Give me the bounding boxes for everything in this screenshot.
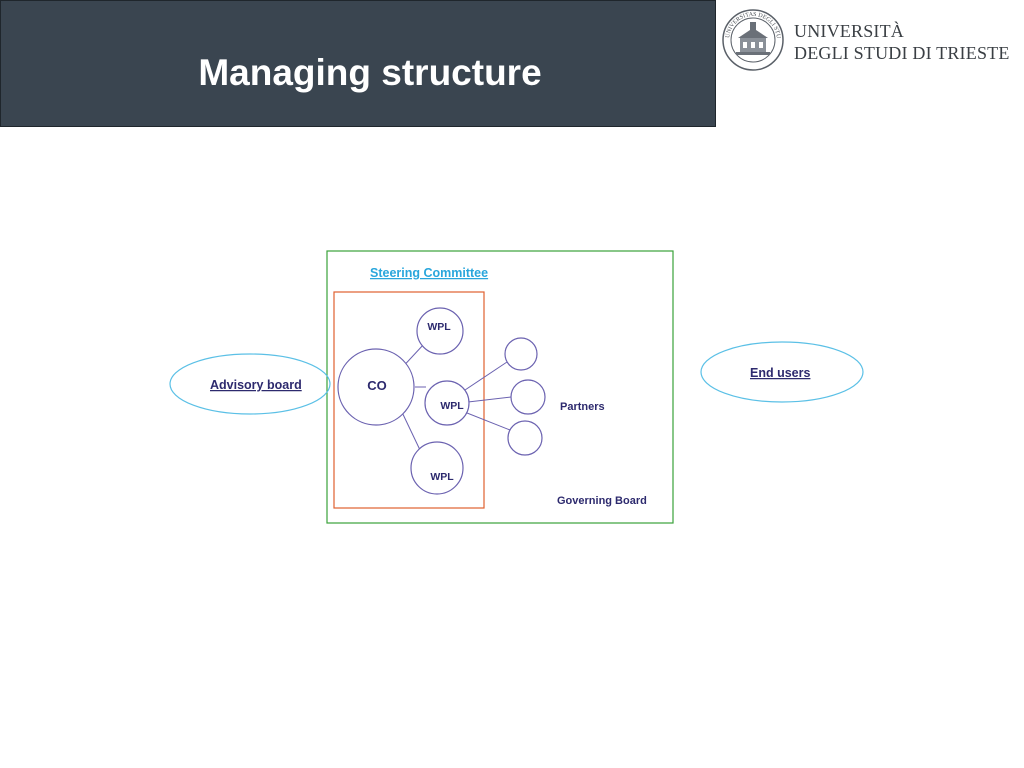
university-logo: UNIVERSITAS DEGLI STUDI DI TRIESTE UNIVE… [720,8,1024,72]
partners-label: Partners [560,401,605,413]
title-bar [0,0,716,127]
wpl-top-label: WPL [427,321,451,333]
advisory-board-ellipse [169,353,331,415]
end-users-ellipse [700,341,864,403]
co-node [337,348,415,426]
advisory-board-label-part2: board [267,378,302,392]
governing-board-label: Governing Board [557,495,647,507]
wpl-bottom-node [410,441,464,495]
wpl-bottom-label: WPL [430,471,454,483]
end-users-label: End users [750,366,810,380]
wpl-middle-label: WPL [440,400,464,412]
university-name-line2: DEGLI STUDI DI TRIESTE [794,43,1010,63]
co-label: CO [367,378,387,393]
partner-node [507,420,543,456]
slide-title: Managing structure [198,52,542,93]
partner-node [504,337,538,371]
advisory-board-label-part1: Advisory [210,378,264,392]
university-name: UNIVERSITÀ DEGLI STUDI DI TRIESTE [794,20,1010,64]
connector-lines [397,343,512,451]
wpl-middle-node [424,380,470,426]
partner-node [510,379,546,415]
wpl-top-node [416,307,464,355]
governing-board-box [326,250,674,524]
university-name-line1: UNIVERSITÀ [794,21,904,41]
steering-committee-label: Steering Committee [370,266,488,280]
advisory-board-label: Advisory board [210,378,302,392]
university-seal-icon: UNIVERSITAS DEGLI STUDI DI TRIESTE [720,8,784,71]
